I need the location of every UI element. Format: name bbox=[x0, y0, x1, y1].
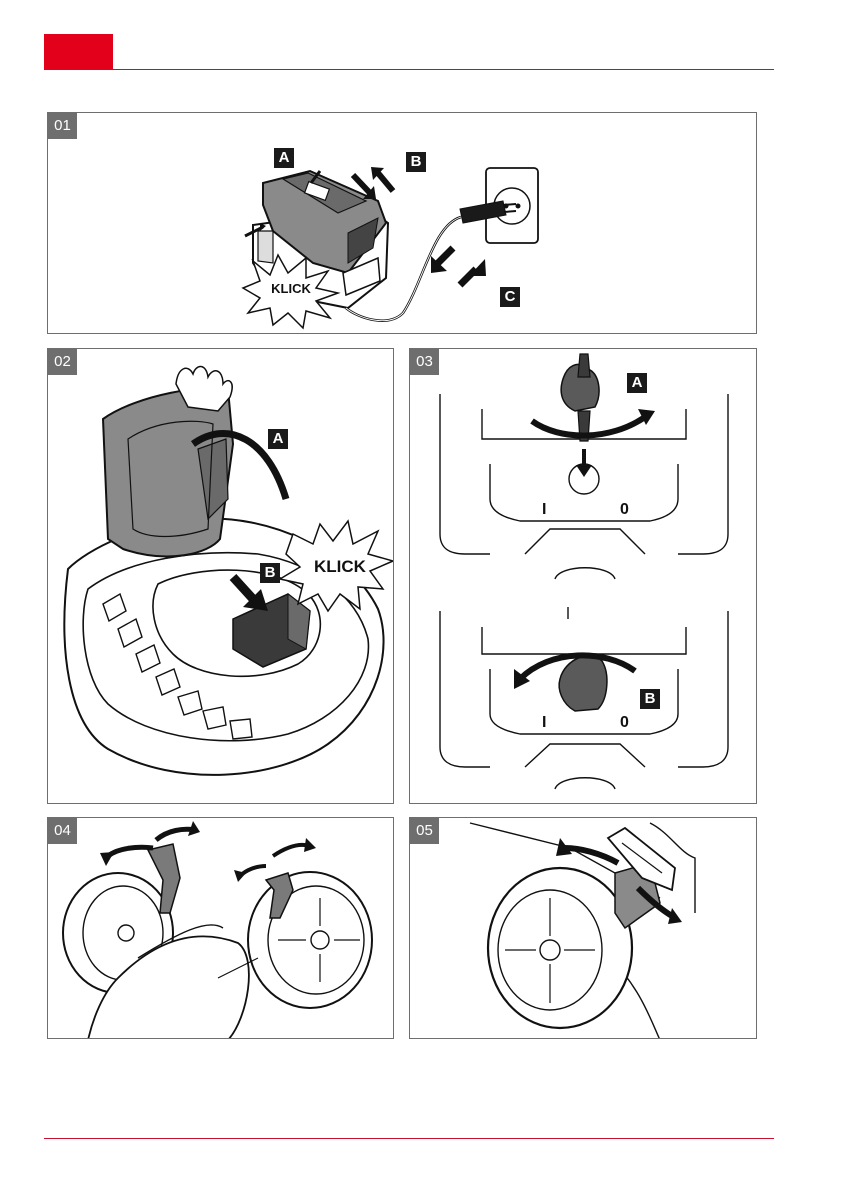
front-wheel-height-lever-icon bbox=[410, 818, 757, 1039]
switch-off-label: 0 bbox=[620, 501, 629, 518]
switch-on-label: I bbox=[542, 714, 546, 731]
label-a: A bbox=[268, 429, 288, 449]
panel-number: 01 bbox=[48, 113, 77, 139]
switch-on-label: I bbox=[542, 501, 546, 518]
footer-rule bbox=[44, 1138, 774, 1139]
label-a: A bbox=[627, 373, 647, 393]
panel-number: 05 bbox=[410, 818, 439, 844]
panel-03: I 0 I 0 03 A B bbox=[409, 348, 757, 804]
header-rule bbox=[44, 69, 774, 70]
label-c: C bbox=[500, 287, 520, 307]
label-b: B bbox=[640, 689, 660, 709]
safety-key-icon: I 0 I 0 bbox=[410, 349, 757, 804]
klick-text: KLICK bbox=[271, 281, 311, 296]
panel-number: 04 bbox=[48, 818, 77, 844]
rear-wheel-height-lever-icon bbox=[48, 818, 394, 1039]
panel-number: 02 bbox=[48, 349, 77, 375]
panel-number: 03 bbox=[410, 349, 439, 375]
label-b: B bbox=[260, 563, 280, 583]
switch-off-label: 0 bbox=[620, 714, 629, 731]
panel-02: KLICK 02 A B bbox=[47, 348, 394, 804]
header-accent-block bbox=[44, 34, 113, 69]
klick-text: KLICK bbox=[314, 557, 367, 576]
label-a: A bbox=[274, 148, 294, 168]
panel-05: 05 bbox=[409, 817, 757, 1039]
label-b: B bbox=[406, 152, 426, 172]
panel-01: KLICK 01 A B C bbox=[47, 112, 757, 334]
battery-compartment-icon: KLICK bbox=[48, 349, 394, 804]
battery-charger-icon: KLICK bbox=[48, 113, 757, 334]
panel-04: 04 bbox=[47, 817, 394, 1039]
